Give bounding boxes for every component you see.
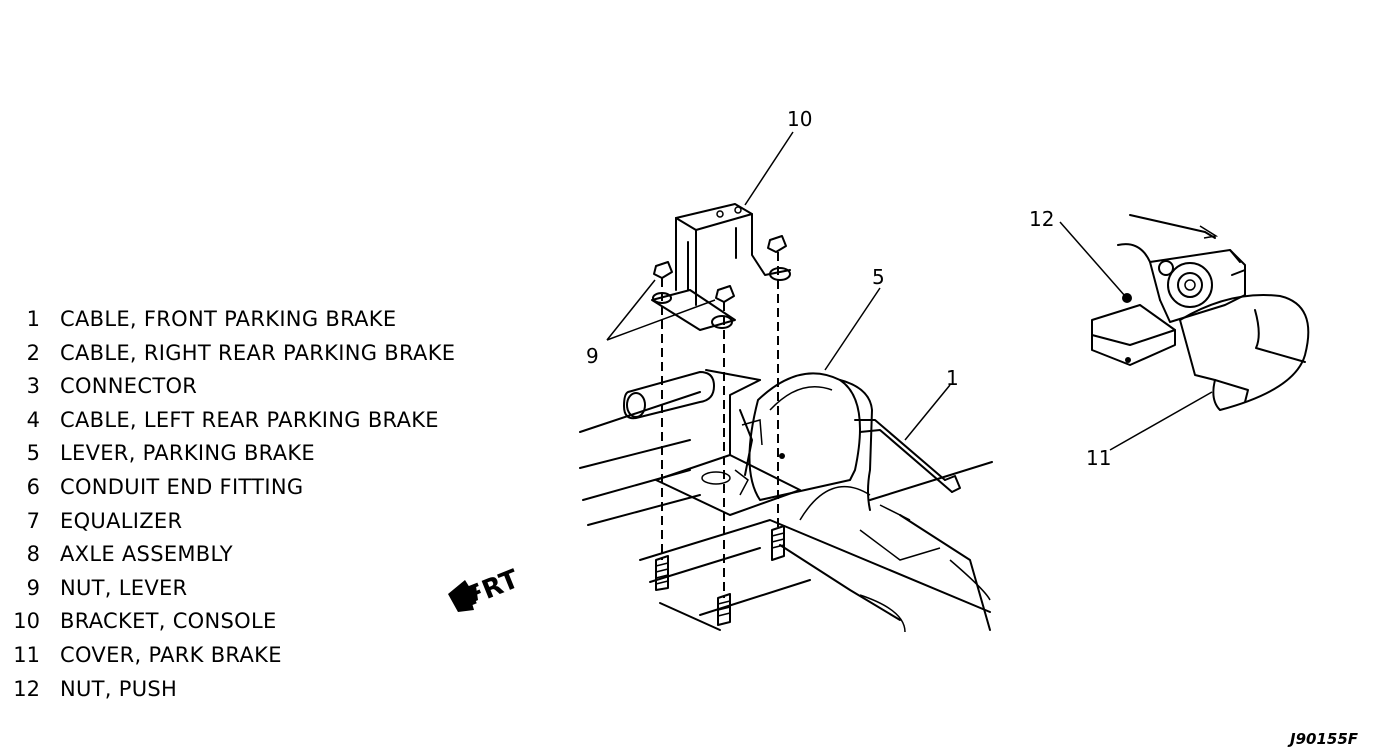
legend-item: 11 COVER, PARK BRAKE (6, 639, 455, 673)
callout-10: 10 (787, 107, 812, 131)
legend-number: 10 (13, 609, 40, 634)
callout-labels: 10 5 1 9 12 11 (586, 107, 1111, 470)
arrow-left-icon (448, 580, 478, 612)
legend-number: 1 (26, 307, 40, 331)
callout-9: 9 (586, 344, 599, 368)
threaded-studs (655, 525, 785, 626)
lever-base (655, 379, 801, 516)
legend-text: NUT, LEVER (60, 575, 188, 600)
detail-cover-view (1091, 214, 1310, 411)
front-brake-cable (854, 419, 961, 493)
legend-number: 11 (13, 642, 40, 667)
front-direction-indicator: FRT (448, 564, 523, 612)
legend-number: 8 (26, 542, 40, 567)
parts-legend: 1 CABLE, FRONT PARKING BRAKE 2 CABLE, RIGH… (6, 303, 455, 706)
floor-panel (579, 391, 993, 633)
legend-number: 2 (26, 340, 40, 365)
legend-number: 4 (26, 407, 40, 432)
lever-nut (767, 235, 787, 253)
frt-label: FRT (461, 564, 523, 612)
legend-item: 4 CABLE, LEFT REAR PARKING BRAKE (6, 404, 455, 438)
legend-item: 12 NUT, PUSH (6, 673, 455, 707)
leader-line (1109, 391, 1213, 451)
legend-number: 6 (26, 474, 40, 499)
legend-item: 6 CONDUIT END FITTING (6, 471, 455, 505)
callout-11: 11 (1086, 446, 1111, 470)
legend-text: EQUALIZER (60, 508, 183, 533)
legend-text: CABLE, LEFT REAR PARKING BRAKE (60, 407, 439, 432)
legend-item: 9 NUT, LEVER (6, 572, 455, 606)
legend-number: 12 (13, 676, 40, 701)
cable-housing (623, 369, 761, 420)
legend-text: COVER, PARK BRAKE (60, 642, 282, 667)
legend-item: 10 BRACKET, CONSOLE (6, 605, 455, 639)
legend-number: 3 (26, 374, 40, 399)
legend-number: 7 (26, 508, 40, 533)
lever-nut (653, 261, 673, 279)
console-bracket (651, 203, 791, 331)
figure-id: J90155F (1289, 730, 1358, 748)
legend-number: 5 (26, 441, 40, 466)
legend-text: CONDUIT END FITTING (60, 474, 304, 499)
lever-nut-group (652, 235, 791, 329)
leader-line (744, 131, 794, 206)
legend-item: 5 LEVER, PARKING BRAKE (6, 437, 455, 471)
legend-text: CABLE, RIGHT REAR PARKING BRAKE (60, 340, 456, 365)
stud-alignment-lines (661, 252, 779, 598)
legend-text: CABLE, FRONT PARKING BRAKE (60, 307, 397, 331)
callout-leaders (606, 131, 1213, 451)
legend-item: 2 CABLE, RIGHT REAR PARKING BRAKE (6, 337, 455, 371)
leader-line (1059, 221, 1126, 297)
legend-number: 9 (26, 575, 40, 600)
legend-item: 3 CONNECTOR (6, 370, 455, 404)
legend-item: 7 EQUALIZER (6, 505, 455, 539)
legend-item: 8 AXLE ASSEMBLY (6, 538, 455, 572)
leader-line (824, 287, 881, 371)
legend-text: AXLE ASSEMBLY (60, 542, 233, 567)
leader-line (606, 299, 716, 341)
lever-nut (715, 285, 735, 303)
leader-line (606, 279, 656, 341)
callout-1: 1 (946, 366, 959, 390)
parking-brake-lever (748, 372, 873, 511)
legend-text: NUT, PUSH (60, 676, 178, 701)
callout-5: 5 (872, 265, 885, 289)
legend-text: BRACKET, CONSOLE (60, 609, 277, 634)
callout-12: 12 (1029, 207, 1054, 231)
legend-text: CONNECTOR (60, 374, 198, 399)
legend-text: LEVER, PARKING BRAKE (60, 441, 315, 466)
legend-item: 1 CABLE, FRONT PARKING BRAKE (6, 303, 455, 337)
leader-line (904, 384, 951, 441)
